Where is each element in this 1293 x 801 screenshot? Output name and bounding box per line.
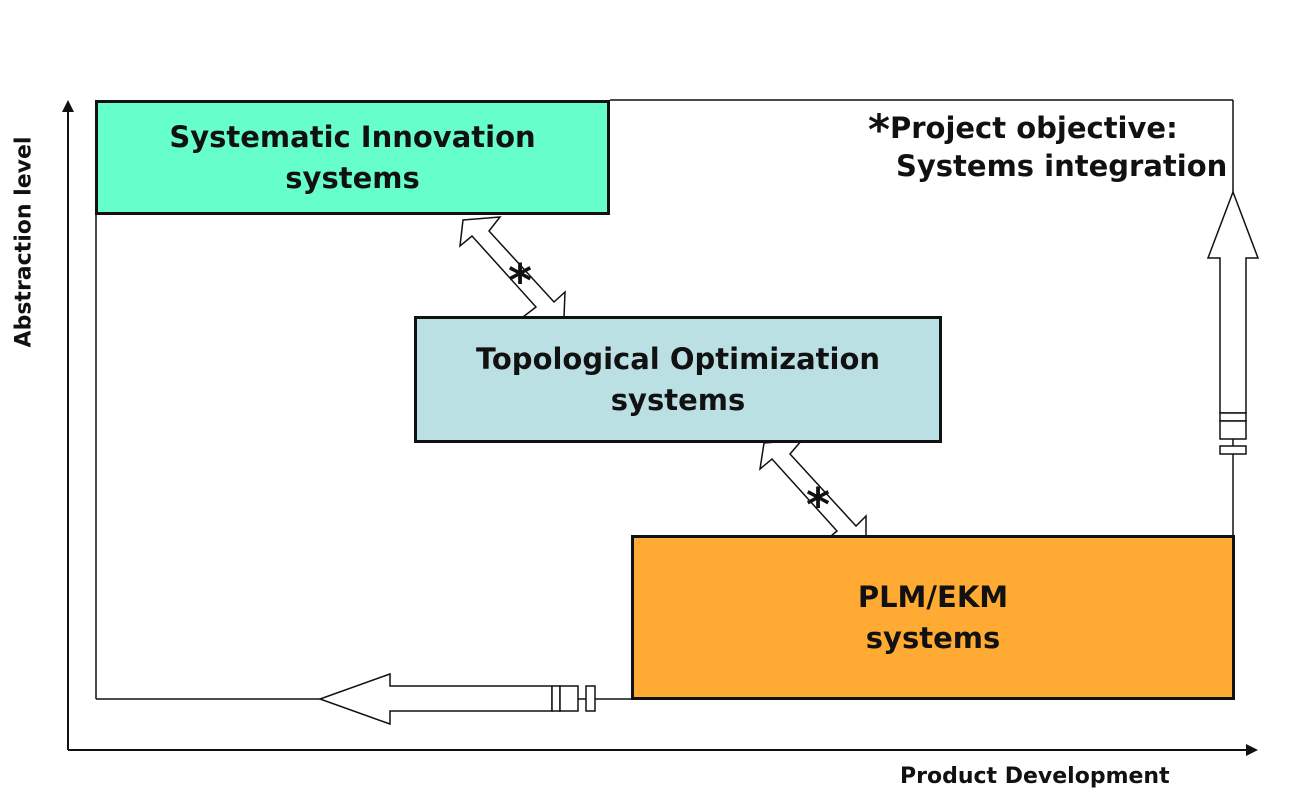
x-axis-label: Product Development — [900, 764, 1170, 789]
topo-title-line1: Topological Optimization — [475, 341, 881, 376]
y-axis-label: Abstraction level — [11, 136, 37, 348]
innovation-title-line1: Systematic Innovation — [169, 119, 536, 154]
plm-title-line2: systems — [865, 620, 1001, 655]
objective-line1: *Project objective: — [868, 108, 1178, 151]
objective-star: * — [868, 105, 890, 154]
integration-star-upper: * — [508, 254, 533, 308]
integration-star-lower: * — [806, 478, 831, 532]
upward-flow-arrow — [1206, 189, 1260, 455]
topo-title-line2: systems — [610, 382, 746, 417]
systematic-innovation-box: Systematic Innovation systems — [95, 100, 610, 215]
objective-line2: Systems integration — [896, 149, 1228, 183]
plm-ekm-box: PLM/EKM systems — [631, 535, 1235, 700]
topological-optimization-box: Topological Optimization systems — [414, 316, 942, 443]
innovation-title-line2: systems — [285, 160, 420, 195]
leftward-flow-arrow — [317, 672, 596, 726]
plm-title-line1: PLM/EKM — [857, 579, 1009, 614]
objective-heading: Project objective: — [889, 111, 1178, 145]
